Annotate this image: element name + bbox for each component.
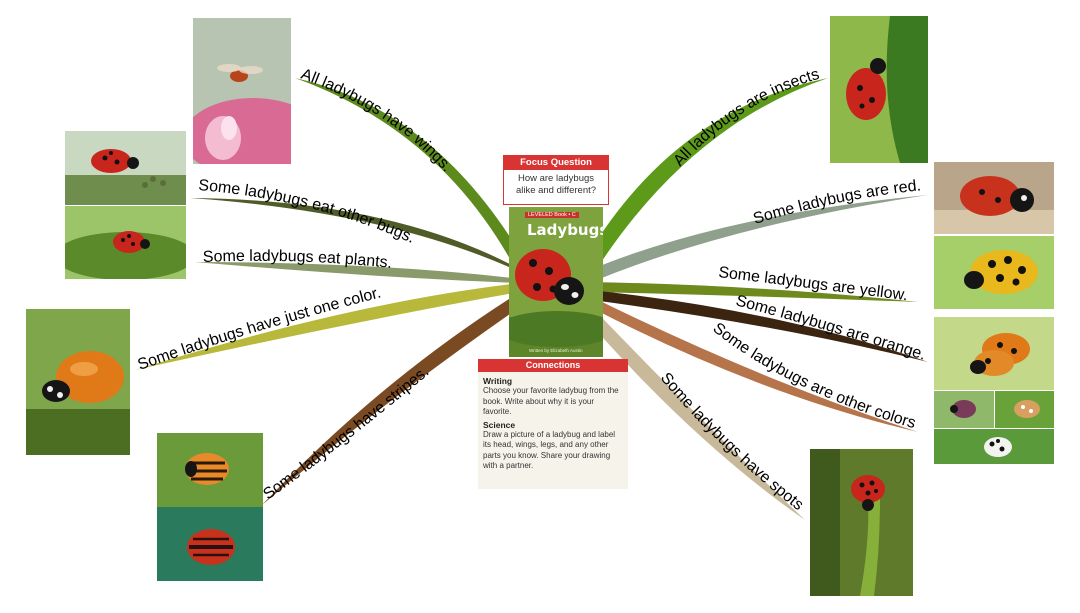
- science-heading: Science: [483, 419, 516, 430]
- branch-eat-plants: [195, 262, 530, 283]
- label-one-color: Some ladybugs have just one color.: [136, 284, 383, 373]
- book-cover-illustration: [509, 207, 603, 357]
- label-wings: All ladybugs have wings.: [299, 66, 455, 175]
- photo-other-colors-1: [934, 391, 994, 428]
- photo-orange-ladybug: [26, 309, 130, 455]
- focus-question-text: How are ladybugs alike and different?: [515, 173, 597, 196]
- photo-ladybug-climbing-leaf: [830, 16, 928, 163]
- connections-card: Connections Writing Choose your favorite…: [478, 359, 628, 489]
- label-eat-bugs: Some ladybugs eat other bugs.: [198, 177, 418, 247]
- branch-orange: [590, 290, 928, 362]
- photo-orange-ladybugs: [934, 317, 1054, 390]
- photo-red-ladybug: [934, 162, 1054, 234]
- branch-insects: [580, 78, 828, 270]
- focus-question-header: Focus Question: [504, 156, 608, 170]
- photo-yellow-ladybug: [934, 236, 1054, 309]
- photo-ladybug-eating-aphids: [65, 131, 186, 205]
- photo-flying-ladybug: [193, 18, 291, 164]
- book-title: Ladybugs: [527, 221, 603, 239]
- science-text: Draw a picture of a ladybug and label it…: [483, 429, 616, 471]
- writing-text: Choose your favorite ladybug from the bo…: [483, 386, 619, 416]
- photo-other-colors-2: [995, 391, 1054, 428]
- writing-heading: Writing: [483, 376, 513, 386]
- photo-striped-ladybug-2: [157, 507, 263, 581]
- photo-striped-ladybug-1: [157, 433, 263, 507]
- book-series-badge: LEVELED Book • C: [525, 212, 579, 218]
- branch-wings: [295, 78, 530, 270]
- focus-question-card: Focus Question How are ladybugs alike an…: [503, 155, 609, 205]
- photo-ladybug-on-leaf: [65, 206, 186, 279]
- photo-spotted-ladybug: [810, 449, 913, 596]
- label-stripes: Some ladybugs have stripes.: [260, 363, 432, 503]
- branch-yellow: [590, 282, 918, 302]
- branch-stripes: [262, 292, 530, 505]
- label-red: Some ladybugs are red.: [751, 177, 921, 227]
- branch-one-color: [135, 282, 530, 370]
- book-cover: LEVELED Book • C Ladybugs Written by Eli…: [509, 207, 603, 357]
- photo-other-colors-3: [934, 429, 1054, 464]
- connections-header: Connections: [478, 359, 628, 372]
- branch-spots: [575, 300, 805, 520]
- book-author: Written by Elizabeth Austin: [529, 348, 583, 353]
